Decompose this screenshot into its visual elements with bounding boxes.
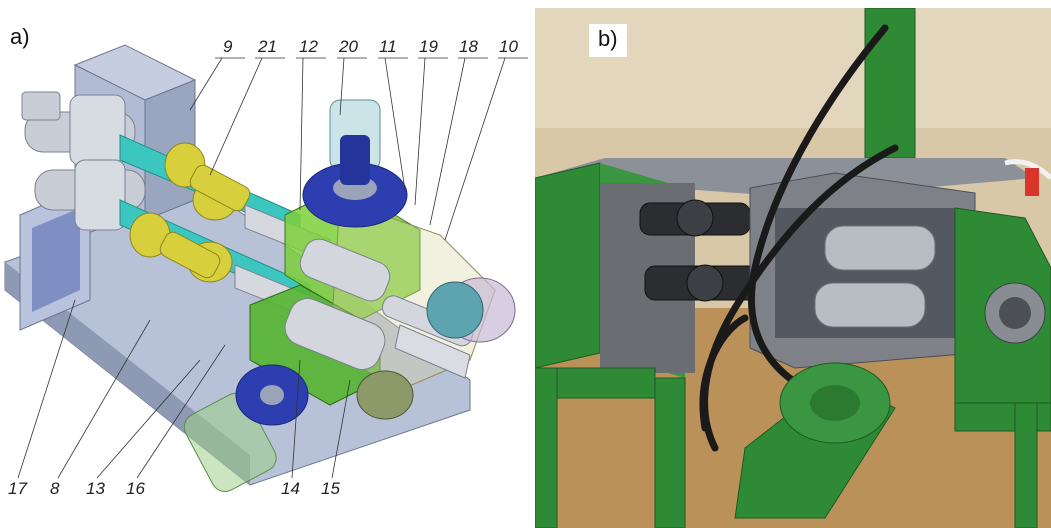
lower-gear	[356, 370, 414, 420]
cardan-shafts	[129, 142, 251, 283]
callout-label: 14	[281, 479, 300, 498]
photo-rolls	[814, 225, 936, 328]
callout-label: 19	[419, 37, 438, 56]
hydraulic-hoses	[699, 24, 899, 452]
callout-label: 12	[299, 37, 318, 56]
callout-label: 10	[499, 37, 518, 56]
test-stand-photo	[535, 8, 1051, 528]
callout-label: 15	[321, 479, 340, 498]
gear-shafts	[21, 91, 146, 231]
photo-cardan-shafts	[639, 199, 766, 302]
panel-a-label: a)	[10, 24, 30, 49]
callout-label: 21	[258, 37, 277, 56]
callout-label: 18	[459, 37, 478, 56]
callout-label: 17	[8, 479, 27, 498]
green-vertical-pipe	[864, 8, 916, 159]
left-green-block	[535, 162, 601, 369]
green-base-frame	[535, 367, 1051, 528]
callout-label: 11	[379, 37, 397, 56]
panel-b-photo: b)	[535, 8, 1051, 528]
panel-a-cad-drawing: a) 9 21 12 20 11 19 18 10 17 8 13 16 14 …	[4, 24, 528, 498]
white-cable	[1004, 159, 1051, 180]
output-shaft	[394, 324, 471, 379]
cad-model	[4, 44, 528, 492]
leader-lines	[17, 57, 528, 479]
panel-b-label: b)	[589, 24, 627, 57]
left-box-opening	[32, 208, 80, 312]
callout-label: 20	[339, 37, 358, 56]
callout-label: 9	[223, 37, 233, 56]
callout-label: 16	[126, 479, 145, 498]
callout-label: 8	[50, 479, 60, 498]
callout-label: 13	[86, 479, 105, 498]
